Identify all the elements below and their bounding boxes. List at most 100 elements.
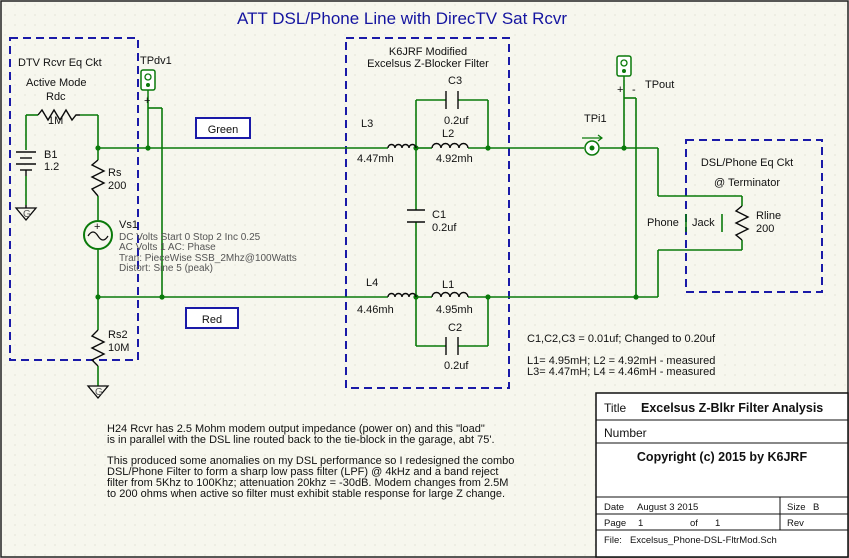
c2-value: 0.2uf	[444, 360, 469, 372]
l1-inductor	[431, 291, 469, 298]
l4-name: L4	[366, 277, 378, 289]
rdc-resistor	[37, 108, 80, 122]
rs2-name: Rs2	[108, 329, 128, 341]
c3-name: C3	[448, 75, 462, 87]
l2-inductor	[431, 142, 469, 149]
l-note-1: L1= 4.95mH; L2 = 4.92mH - measured	[527, 355, 715, 367]
vs1-line1: DC Volts Start 0 Stop 2 Inc 0.25	[119, 232, 261, 243]
battery-b1	[16, 151, 36, 176]
rline-value: 200	[756, 223, 774, 235]
node	[485, 145, 491, 151]
l1-value: 4.95mh	[436, 304, 473, 316]
title-value: Excelsus Z-Blkr Filter Analysis	[641, 401, 823, 415]
ground-label-2: G	[95, 387, 103, 398]
eq-box-title: DSL/Phone Eq Ckt	[701, 157, 793, 169]
l3-value: 4.47mh	[357, 153, 394, 165]
b1-value: 1.2	[44, 161, 59, 173]
ground-rs2	[86, 385, 110, 400]
jack-label: Jack	[692, 217, 715, 229]
l3-inductor	[387, 143, 417, 149]
filter-box-line2: Excelsus Z-Blocker Filter	[367, 58, 489, 70]
note-para2-line2: DSL/Phone Filter to form a sharp low pas…	[107, 466, 498, 478]
rs2-resistor	[90, 329, 106, 367]
dtv-receiver-box	[9, 37, 139, 361]
c1-value: 0.2uf	[432, 222, 457, 234]
note-para1-line2: is in parallel with the DSL line routed …	[107, 434, 495, 446]
ground-battery	[14, 205, 38, 222]
caps-note: C1,C2,C3 = 0.01uf; Changed to 0.20uf	[527, 333, 716, 345]
l2-name: L2	[442, 128, 454, 140]
node	[621, 145, 627, 151]
copyright-text: Copyright (c) 2015 by K6JRF	[637, 450, 808, 464]
date-value: August 3 2015	[637, 502, 698, 513]
tpdv1-probe: +	[140, 69, 156, 107]
rdc-name: Rdc	[46, 91, 66, 103]
page-title: ATT DSL/Phone Line with DirecTV Sat Rcvr	[237, 9, 567, 28]
rev-label: Rev	[787, 518, 804, 529]
l4-value: 4.46mh	[357, 304, 394, 316]
number-label: Number	[604, 426, 647, 440]
vs1-line4: Distort: Sine 5 (peak)	[119, 263, 213, 274]
green-label-box	[195, 117, 251, 139]
node	[95, 145, 101, 151]
of-label: of	[690, 518, 698, 529]
phone-label: Phone	[647, 217, 679, 229]
rs2-value: 10M	[108, 342, 129, 354]
rs-value: 200	[108, 180, 126, 192]
node	[159, 294, 165, 300]
c3-value: 0.2uf	[444, 115, 469, 127]
vs1-line3: Tran: PieceWise SSB_2Mhz@100Watts	[119, 253, 297, 264]
c2-name: C2	[448, 322, 462, 334]
node	[95, 294, 101, 300]
dtv-box-mode: Active Mode	[26, 77, 87, 89]
node	[485, 294, 491, 300]
svg-text:+: +	[94, 221, 100, 233]
c1-capacitor	[407, 209, 425, 223]
filter-box	[345, 37, 510, 389]
rline-resistor	[734, 205, 750, 241]
green-wire-label: Green	[208, 124, 239, 136]
of-value: 1	[715, 518, 720, 529]
rs-name: Rs	[108, 167, 122, 179]
tpdv1-label: TPdv1	[140, 55, 172, 67]
ground-label: G	[23, 209, 31, 220]
l-note-2: L3= 4.47mH; L4 = 4.46mH - measured	[527, 366, 715, 378]
title-label: Title	[604, 401, 627, 415]
c2-capacitor	[445, 337, 459, 355]
rs-resistor	[90, 159, 106, 197]
l1-name: L1	[442, 279, 454, 291]
l4-inductor	[387, 292, 417, 298]
rdc-value: 1M	[48, 115, 63, 127]
tpi1-probe	[582, 134, 603, 156]
red-label-box	[185, 307, 239, 329]
tpi1-label: TPi1	[584, 113, 607, 125]
node	[633, 294, 639, 300]
note-para2-line1: This produced some anomalies on my DSL p…	[107, 455, 514, 467]
node	[145, 145, 151, 151]
tpout-probe: + -	[616, 55, 636, 96]
c1-name: C1	[432, 209, 446, 221]
red-wire-label: Red	[202, 314, 222, 326]
svg-text:-: -	[632, 84, 636, 96]
l2-value: 4.92mh	[436, 153, 473, 165]
vs1-name: Vs1	[119, 219, 138, 231]
date-label: Date	[604, 502, 624, 513]
rline-name: Rline	[756, 210, 781, 222]
b1-name: B1	[44, 149, 57, 161]
vs1-line2: AC Volts 1 AC: Phase	[119, 242, 216, 253]
l3-name: L3	[361, 118, 373, 130]
dtv-box-title: DTV Rcvr Eq Ckt	[18, 57, 102, 69]
title-block	[595, 392, 849, 558]
filter-box-line1: K6JRF Modified	[389, 46, 467, 58]
eq-box-sub: @ Terminator	[714, 177, 780, 189]
svg-text:+: +	[144, 95, 150, 107]
page-label: Page	[604, 518, 626, 529]
tpout-label: TPout	[645, 79, 674, 91]
vs1-source: +	[83, 220, 113, 250]
size-value: B	[813, 502, 819, 513]
c3-capacitor	[445, 91, 459, 109]
note-para2-line3: filter from 5Khz to 100Khz; attenuation …	[107, 477, 508, 489]
